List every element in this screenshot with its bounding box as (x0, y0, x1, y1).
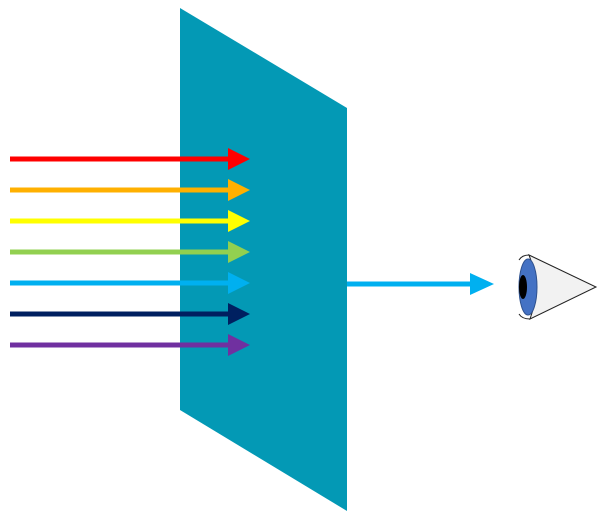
eye-view-cone (528, 253, 598, 320)
transmitted-ray (347, 273, 494, 295)
eye-upper-lid (518, 254, 530, 261)
ray-yellow-arrowhead (228, 210, 250, 232)
ray-red-arrowhead (228, 148, 250, 170)
incoming-rays-behind (10, 156, 180, 348)
eye-icon (518, 253, 598, 320)
ray-green-arrowhead (228, 241, 250, 263)
incoming-rays-front (180, 148, 250, 356)
ray-dark-blue-arrowhead (228, 303, 250, 325)
eye-pupil (519, 275, 527, 299)
color-filter-panel (180, 8, 347, 511)
transmitted-ray-arrowhead (470, 273, 494, 295)
eye-lower-lid (518, 313, 531, 320)
ray-orange-arrowhead (228, 179, 250, 201)
ray-purple-arrowhead (228, 334, 250, 356)
ray-light-blue-arrowhead (228, 272, 250, 294)
